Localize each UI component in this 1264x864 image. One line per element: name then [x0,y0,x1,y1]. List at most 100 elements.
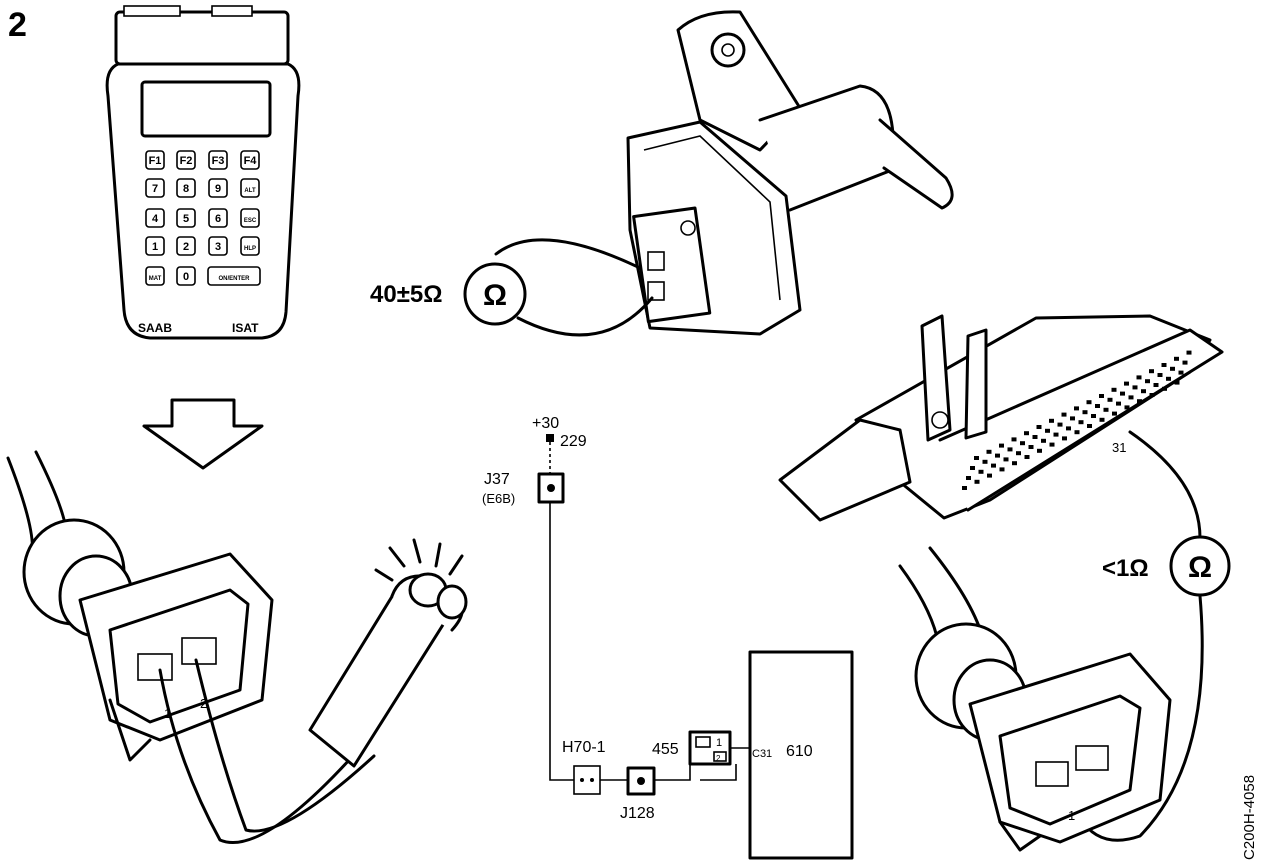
ecu-pin [1061,412,1067,417]
ecu-pin [1028,445,1034,449]
ecu-pin [1166,376,1171,381]
ecu-pin [1036,425,1042,429]
component-610-box [748,650,854,860]
tester-key [145,266,165,286]
ecu-pin [986,449,992,454]
tester-key-label: ON/ENTER [218,276,250,282]
tester-key-label: 0 [183,271,189,283]
resistance-value-right: <1Ω [1102,555,1149,582]
tester-key [208,236,228,256]
ecu-pin [1012,461,1017,466]
ohmmeter-top [463,262,527,326]
tester-key [208,150,228,170]
tester-key-label: HLP [244,246,256,252]
connector-h70-label: H70-1 [562,739,606,756]
tester-key [176,208,196,228]
ecu-pin [1020,441,1025,446]
ecu-pin [999,443,1004,448]
ecu-pin [1174,380,1180,385]
ecu-pin [1116,401,1121,406]
wire-229-label: 229 [560,433,587,450]
meter-right-lead-1 [1128,430,1202,540]
ecu-pin [1049,418,1054,423]
ecu-pin [991,463,996,468]
ecu-pin [1032,435,1038,439]
figure-code: C200H-4058 [1241,775,1258,860]
connector-h70-box [573,765,601,795]
resistance-value-top: 40±5Ω [370,281,442,308]
ecu-pin [1136,375,1142,380]
ecu-pin [1041,438,1046,443]
ecu-pin [1124,405,1130,410]
wire-455-label: 455 [652,741,679,758]
ecu-pin [962,486,967,490]
ecu-pin [1124,381,1129,386]
tester-key-label: ALT [244,188,256,194]
meter-right-lead-2 [1078,594,1204,842]
ecu-pin [1174,356,1179,361]
ecu-pin [1128,395,1134,400]
ecu-pin [978,469,984,474]
ecu-pin [1132,385,1138,390]
tester-model: ISAT [232,321,259,335]
tester-key-label: F2 [180,155,193,167]
tester-key [240,150,260,170]
tester-key [176,150,196,170]
tester-key [145,150,165,170]
ecu-pin [999,467,1005,472]
pin-c31-label: C31 [752,748,772,760]
tester-key [145,208,165,228]
ecu-pin [1011,437,1017,442]
tester-key-label: 1 [152,241,158,253]
tester-key-label: F3 [212,155,225,167]
ecu-pin [1178,370,1184,375]
right-connector-pin-1: 1 [1068,808,1075,823]
tester-key [176,236,196,256]
ecu-pin [1024,431,1029,436]
junction-j37-label: J37 [484,471,510,488]
lamp-light-rays-icon [374,538,464,582]
tester-key-label: ESC [244,218,257,224]
ohm-symbol-right: Ω [1188,551,1212,584]
ohmmeter-right [1169,535,1231,597]
tester-key-label: MAT [149,276,162,282]
ecu-pin [1099,417,1105,422]
tester-brand: SAAB [138,321,172,335]
ecu-pin [1053,432,1059,437]
ecu-pin [995,453,1000,458]
ecu-pin [1161,363,1167,367]
ecu-pin [1107,397,1113,402]
ecu-pin [1099,394,1104,398]
ecu-pin [1162,386,1167,391]
left-connector [6,450,274,762]
meter-top-lead-1 [494,238,642,270]
tester-display [140,80,272,138]
tester-key-label: 5 [183,213,189,225]
tester-key [240,208,260,228]
tester-key [176,178,196,198]
ecu-pin [1091,414,1096,418]
ohm-symbol-top: Ω [483,279,507,312]
ecu-pin [1003,457,1009,462]
ecu-pin [1112,411,1117,416]
tester-key-label: 4 [152,213,159,225]
ecu-connector [778,314,1224,522]
ecu-pin [1111,387,1117,392]
ecu-pin [1120,391,1125,396]
down-arrow-icon [142,398,264,470]
tester-key-label: 7 [152,183,158,195]
tester-key-label: F4 [244,155,258,167]
ecu-pin [1062,436,1067,441]
ecu-pin [966,476,971,480]
tester-key-label: 2 [183,241,189,253]
tester-key [145,178,165,198]
relay-pin-1: 1 [716,737,722,749]
tester-key [208,208,228,228]
ecu-pin [987,473,992,478]
ecu-pin [1157,373,1163,377]
ecu-pin [974,456,979,460]
ecu-pin [1149,369,1154,374]
ecu-pin [1007,447,1013,452]
ecu-pin [1070,416,1075,421]
